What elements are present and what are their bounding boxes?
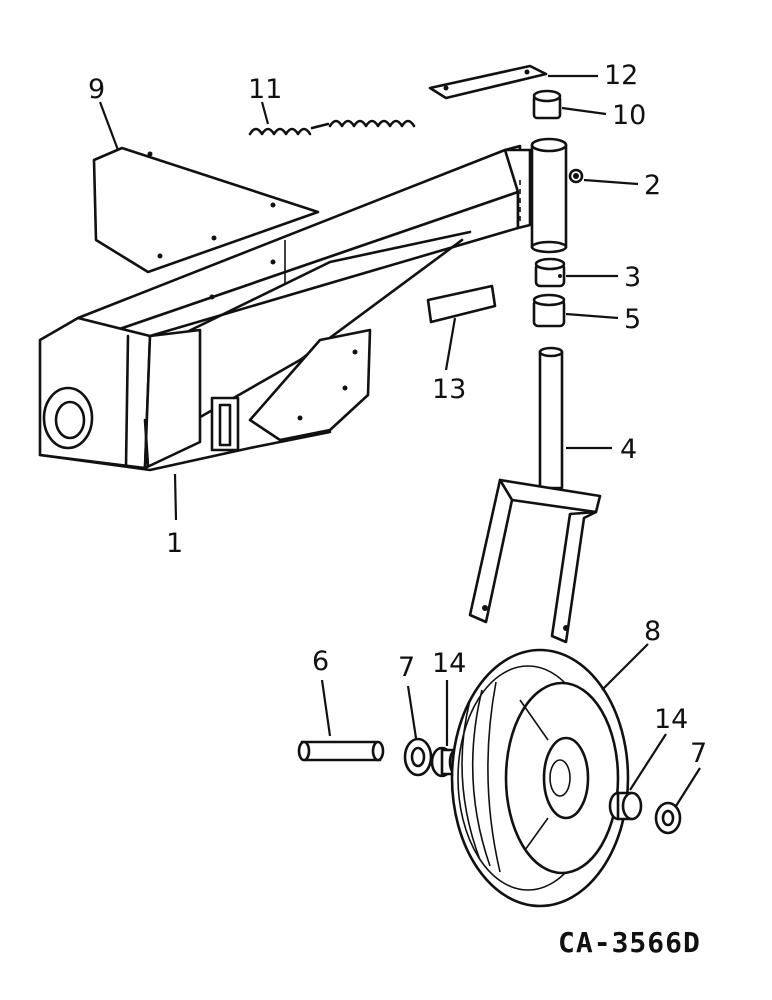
- callout-11: 11: [248, 74, 282, 105]
- wheel-part-8: [450, 648, 630, 908]
- spindle-tube: [530, 137, 568, 254]
- bearing-part-14-right: [608, 791, 643, 821]
- callout-14-right: 14: [654, 704, 688, 735]
- callout-4: 4: [620, 434, 637, 465]
- leader-lines: [98, 74, 701, 807]
- callout-14-left: 14: [432, 648, 466, 679]
- callout-3: 3: [624, 262, 641, 293]
- callout-1: 1: [166, 528, 183, 559]
- strap-part-12: [428, 64, 548, 100]
- pad-part-13: [426, 284, 497, 324]
- cap-part-10: [532, 89, 562, 120]
- frame-part-1: [38, 144, 532, 472]
- callout-8: 8: [644, 616, 661, 647]
- collar-part-3: [534, 257, 566, 288]
- drawing-number: CA-3566D: [558, 926, 701, 959]
- washer-part-7-left: [403, 737, 433, 777]
- fitting-part-2: [568, 168, 584, 184]
- callout-7-right: 7: [690, 738, 707, 769]
- callout-12: 12: [604, 60, 638, 91]
- callout-6: 6: [312, 646, 329, 677]
- bushing-part-5: [532, 293, 566, 328]
- callout-5: 5: [624, 304, 641, 335]
- callout-2: 2: [644, 170, 661, 201]
- axle-part-6: [297, 740, 385, 762]
- callout-labels: 9 11 12 10 2 3 5 13 4 1 8 6 7 14 14 7: [88, 60, 707, 769]
- washer-part-7-right: [654, 801, 682, 835]
- spring-part-11: [248, 119, 416, 136]
- fork-part-4: [468, 346, 602, 644]
- callout-7-left: 7: [398, 652, 415, 683]
- callout-9: 9: [88, 74, 105, 105]
- callout-10: 10: [612, 100, 646, 131]
- callout-13: 13: [432, 374, 466, 405]
